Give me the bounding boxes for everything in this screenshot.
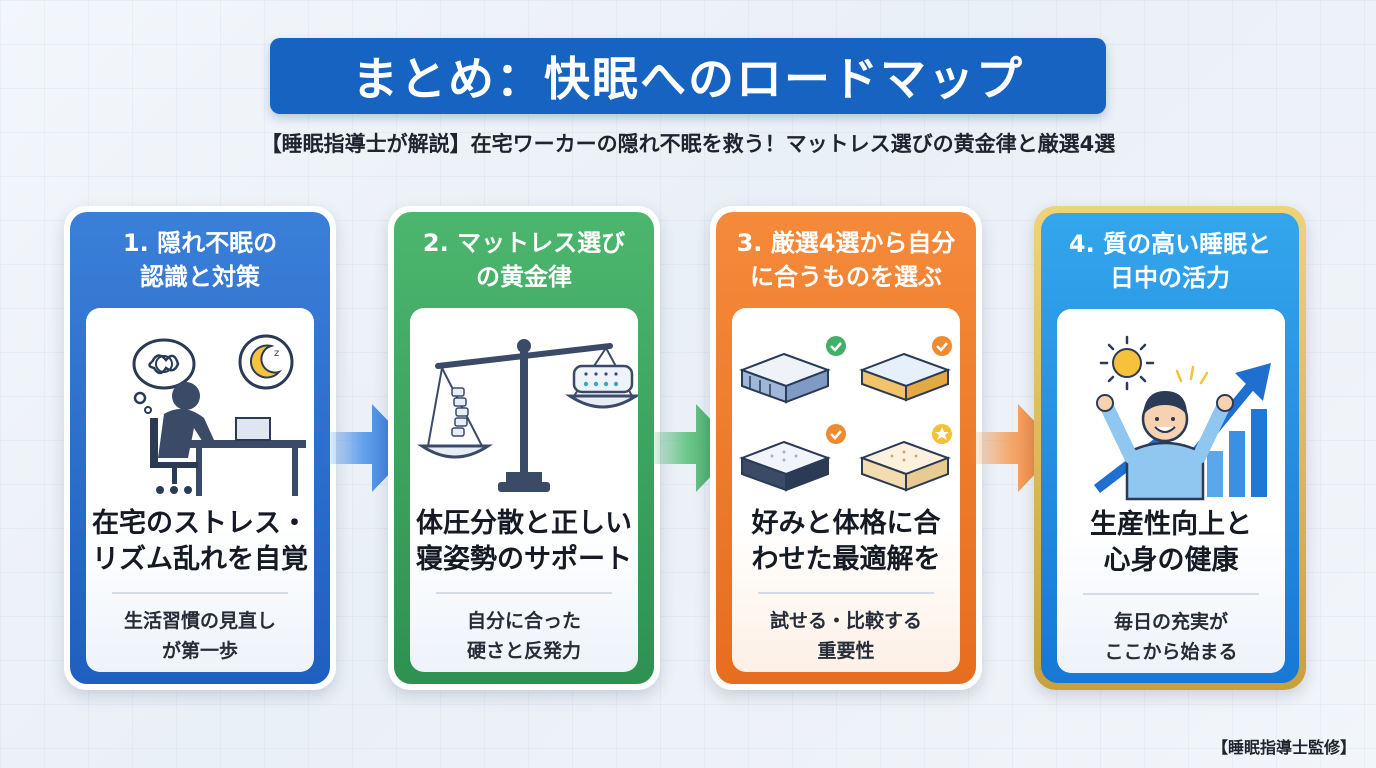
step-card-3-heading: 3. 厳選4選から自分 に合うものを選ぶ xyxy=(716,226,976,294)
step-card-3-body: 3. 厳選4選から自分 に合うものを選ぶ xyxy=(716,212,976,684)
step-4-sub-text: 毎日の充実が ここから始まる xyxy=(1057,607,1285,667)
step-card-4-heading: 4. 質の高い睡眠と 日中の活力 xyxy=(1041,227,1299,295)
step-2-sub-text: 自分に合った 硬さと反発力 xyxy=(410,606,638,666)
step-2-sub-line1: 自分に合った xyxy=(466,610,581,632)
step-1-main-line2: リズム乱れを自覚 xyxy=(92,544,308,575)
step-2-heading-line2: の黄金律 xyxy=(476,263,572,291)
step-card-1-body: 1. 隠れ不眠の 認識と対策 z xyxy=(70,212,330,684)
step-card-3: 3. 厳選4選から自分 に合うものを選ぶ xyxy=(710,206,982,690)
step-1-divider xyxy=(112,592,288,594)
step-4-main-line1: 生産性向上と xyxy=(1090,509,1252,540)
step-3-sub-text: 試せる・比較する 重要性 xyxy=(732,606,960,666)
step-card-1-panel: z 在宅のストレス・ リズム乱れを自覚 xyxy=(86,308,314,672)
step-card-3-panel: 好みと体格に合 わせた最適解を 試せる・比較する 重要性 xyxy=(732,308,960,672)
step-4-heading-line2: 日中の活力 xyxy=(1110,264,1230,292)
step-3-divider xyxy=(758,592,934,594)
step-3-main-text: 好みと体格に合 わせた最適解を xyxy=(732,506,960,578)
step-card-4-panel: 生産性向上と 心身の健康 毎日の充実が ここから始まる xyxy=(1057,309,1285,673)
step-4-heading-line1: 4. 質の高い睡眠と xyxy=(1068,230,1272,258)
step-card-1: 1. 隠れ不眠の 認識と対策 z xyxy=(64,206,336,690)
step-3-heading-line1: 3. 厳選4選から自分 xyxy=(736,229,956,257)
title-banner: まとめ：快眠へのロードマップ xyxy=(270,38,1106,114)
step-2-main-line1: 体圧分散と正しい xyxy=(416,508,632,539)
step-card-1-heading: 1. 隠れ不眠の 認識と対策 xyxy=(70,226,330,294)
stressed-worker-icon: z xyxy=(132,334,306,496)
step-card-2: 2. マットレス選び の黄金律 xyxy=(388,206,660,690)
step-2-sub-line2: 硬さと反発力 xyxy=(466,640,581,662)
mattress-options-icon xyxy=(739,336,952,492)
balance-scale-icon xyxy=(417,339,638,492)
step-card-2-heading: 2. マットレス選び の黄金律 xyxy=(394,226,654,294)
step-card-4: 4. 質の高い睡眠と 日中の活力 xyxy=(1034,206,1306,690)
step-3-sub-line2: 重要性 xyxy=(817,640,875,662)
page-subtitle: 【睡眠指導士が解説】在宅ワーカーの隠れ不眠を救う！マットレス選びの黄金律と厳選4… xyxy=(260,132,1116,156)
step-1-heading-line1: 1. 隠れ不眠の xyxy=(122,229,278,257)
step-1-sub-line2: が第一歩 xyxy=(161,640,238,662)
step-2-main-line2: 寝姿勢のサポート xyxy=(416,544,632,575)
step-4-divider xyxy=(1083,593,1259,595)
step-2-main-text: 体圧分散と正しい 寝姿勢のサポート xyxy=(410,506,638,578)
happy-growth-icon xyxy=(1093,335,1271,501)
step-4-main-line2: 心身の健康 xyxy=(1103,545,1239,576)
step-4-sub-line1: 毎日の充実が xyxy=(1113,611,1228,633)
supervision-badge: 【睡眠指導士監修】 xyxy=(1211,738,1356,757)
step-card-2-panel: 体圧分散と正しい 寝姿勢のサポート 自分に合った 硬さと反発力 xyxy=(410,308,638,672)
page-title: まとめ：快眠へのロードマップ xyxy=(352,52,1024,106)
step-card-4-body: 4. 質の高い睡眠と 日中の活力 xyxy=(1041,213,1299,683)
step-3-main-line2: わせた最適解を xyxy=(751,544,941,575)
step-3-sub-line1: 試せる・比較する xyxy=(769,610,922,632)
step-1-main-text: 在宅のストレス・ リズム乱れを自覚 xyxy=(86,506,314,578)
step-4-sub-line2: ここから始まる xyxy=(1104,641,1238,663)
step-3-heading-line2: に合うものを選ぶ xyxy=(750,263,942,291)
step-1-heading-line2: 認識と対策 xyxy=(140,263,260,291)
step-card-2-body: 2. マットレス選び の黄金律 xyxy=(394,212,654,684)
step-4-main-text: 生産性向上と 心身の健康 xyxy=(1057,507,1285,579)
svg-text:z: z xyxy=(274,348,279,359)
step-1-sub-text: 生活習慣の見直し が第一歩 xyxy=(86,606,314,666)
step-3-main-line1: 好みと体格に合 xyxy=(751,508,941,539)
step-1-sub-line1: 生活習慣の見直し xyxy=(123,610,276,632)
step-1-main-line1: 在宅のストレス・ xyxy=(92,508,308,539)
step-2-divider xyxy=(436,592,612,594)
step-2-heading-line1: 2. マットレス選び xyxy=(422,229,626,257)
